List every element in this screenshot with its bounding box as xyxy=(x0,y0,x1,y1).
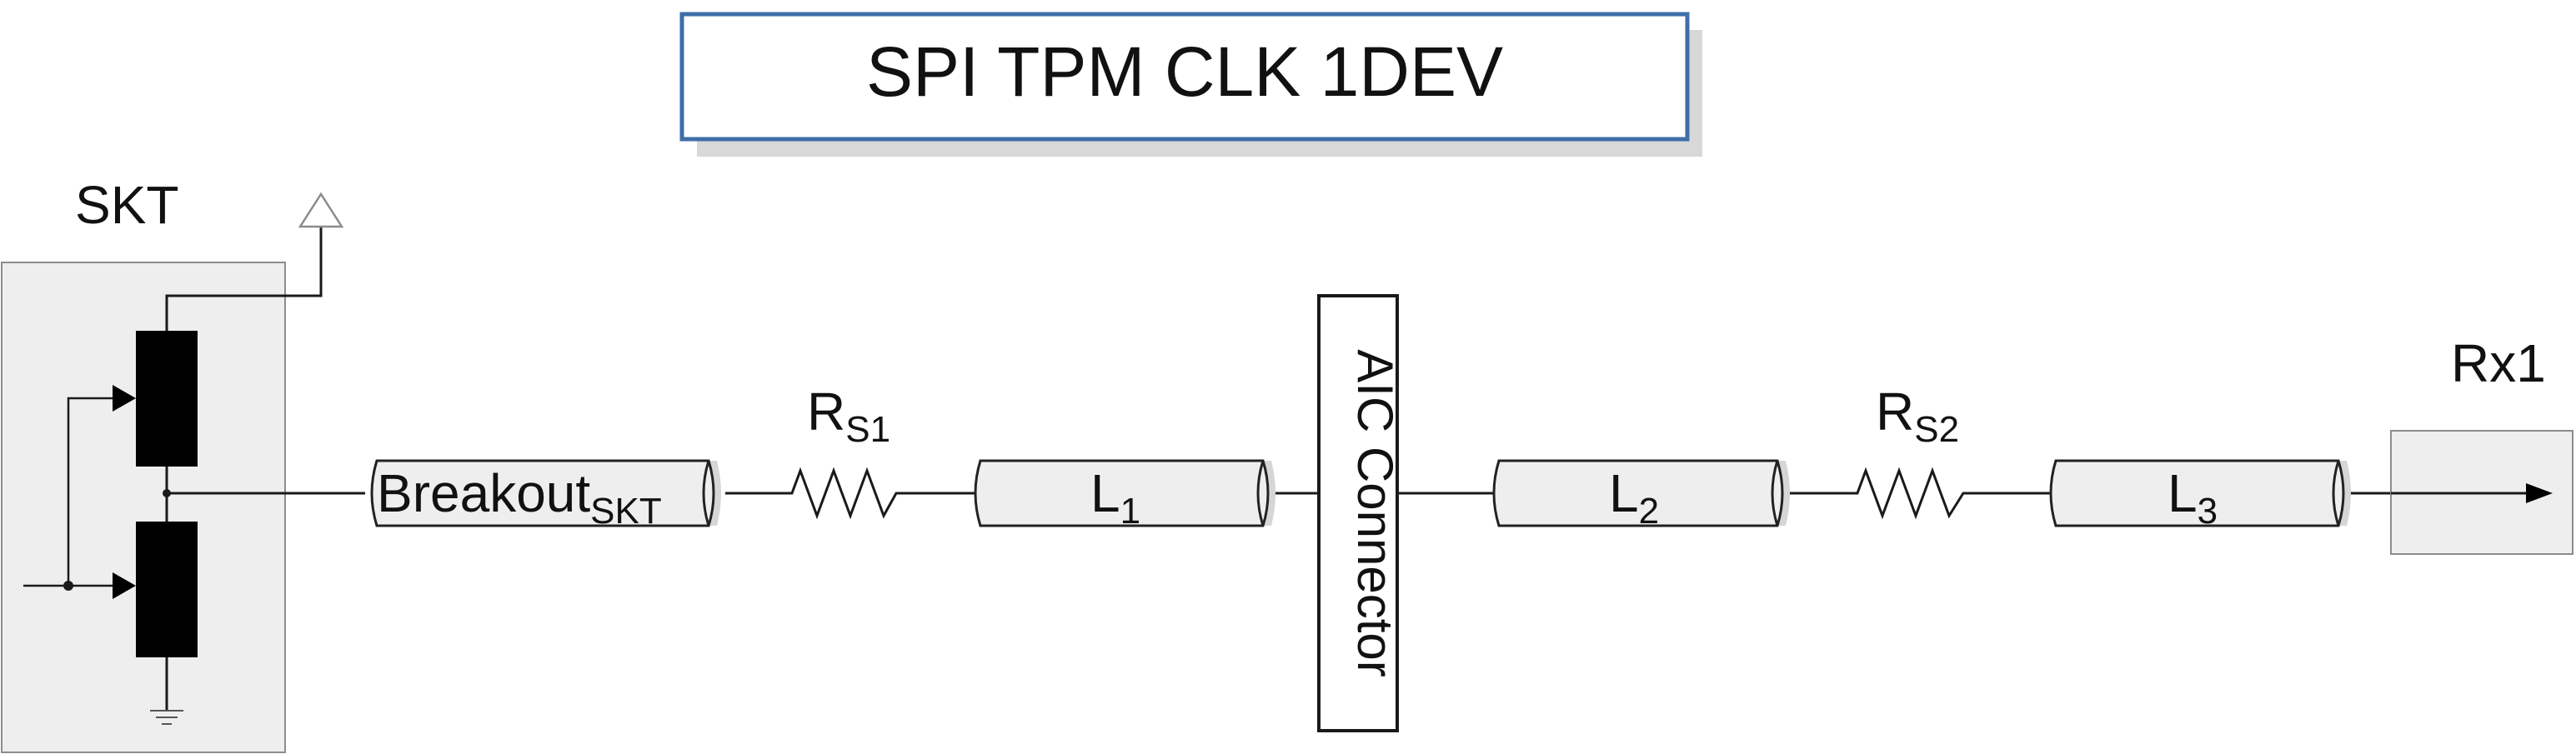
breakout-label: BreakoutSKT xyxy=(377,463,662,532)
rx1-arrow-icon xyxy=(2526,483,2553,503)
gate-arrow-lower-icon xyxy=(113,572,136,599)
breakout-label-sub: SKT xyxy=(590,491,662,532)
rs2-label: RS2 xyxy=(1876,382,1959,450)
l3-label-main: L xyxy=(2168,463,2198,523)
l3-cylinder-end xyxy=(2332,460,2340,527)
line-segment-l1: L1 xyxy=(974,459,1275,532)
l2-label-sub: 2 xyxy=(1639,491,1659,532)
pullup-transistor xyxy=(136,331,198,467)
l1-cylinder-end xyxy=(1256,460,1265,527)
l1-label-sub: 1 xyxy=(1120,491,1140,532)
breakout-cylinder-end xyxy=(702,460,710,527)
gate-arrow-upper-icon xyxy=(113,385,136,412)
rs2-label-sub: S2 xyxy=(1914,409,1959,450)
skt-label: SKT xyxy=(75,175,178,235)
l3-label: L3 xyxy=(2168,463,2218,532)
skt-socket-box: SKT xyxy=(1,175,344,753)
l2-label: L2 xyxy=(1609,463,1659,532)
rx1-receiver: Rx1 xyxy=(2390,333,2573,555)
rs2-label-main: R xyxy=(1876,382,1914,442)
ground-icon xyxy=(150,710,183,725)
l1-label-main: L xyxy=(1090,463,1120,523)
vcc-supply-icon xyxy=(298,192,344,228)
supply-wire xyxy=(165,227,323,331)
rs1-label-main: R xyxy=(807,382,845,442)
l1-label: L1 xyxy=(1090,463,1140,532)
rs2-zigzag-icon xyxy=(1847,467,1984,520)
rs1-label: RS1 xyxy=(807,382,890,450)
line-segment-l2: L2 xyxy=(1492,459,1790,532)
rs1-zigzag-icon xyxy=(779,467,917,520)
breakout-label-main: Breakout xyxy=(377,463,590,523)
rs1-label-sub: S1 xyxy=(845,409,890,450)
resistor-rs2: RS2 xyxy=(1847,382,1984,520)
aic-connector: AIC Connector xyxy=(1317,294,1403,732)
diagram-title: SPI TPM CLK 1DEV xyxy=(866,32,1503,111)
resistor-rs1: RS1 xyxy=(779,382,917,520)
l3-label-sub: 3 xyxy=(2198,491,2218,532)
rx1-label: Rx1 xyxy=(2451,333,2546,393)
l2-label-main: L xyxy=(1609,463,1639,523)
title-frame xyxy=(679,12,1690,142)
gate-wire xyxy=(67,397,113,586)
title-box: SPI TPM CLK 1DEV xyxy=(679,12,1702,157)
aic-connector-label: AIC Connector xyxy=(1347,349,1403,677)
l2-cylinder-end xyxy=(1771,460,1779,527)
breakout-segment: BreakoutSKT xyxy=(370,459,721,532)
aic-connector-box xyxy=(1317,294,1399,732)
pulldown-transistor xyxy=(136,522,198,657)
line-segment-l3: L3 xyxy=(2049,459,2351,532)
